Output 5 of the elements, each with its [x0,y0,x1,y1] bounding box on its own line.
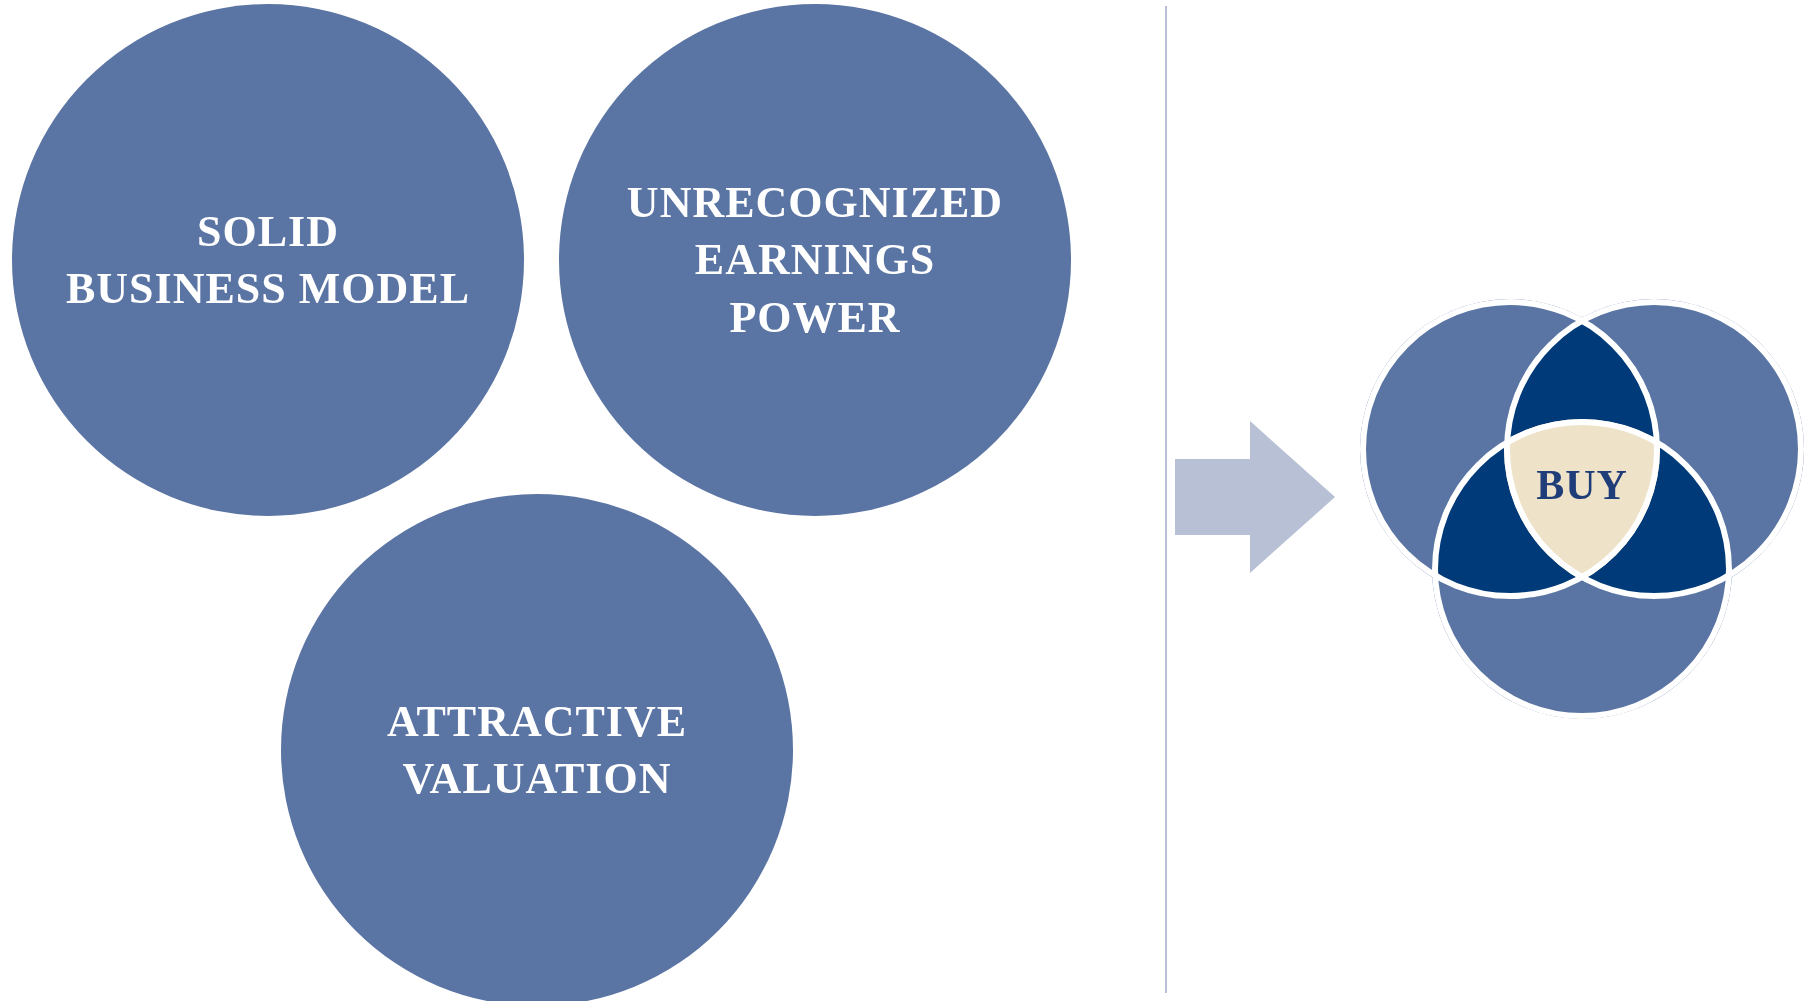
block-arrow [1175,421,1335,573]
circle-label: ATTRACTIVE VALUATION [386,695,688,805]
circle-label: SOLID BUSINESS MODEL [66,205,470,315]
venn-center-label: BUY [1536,461,1628,509]
circle-label: UNRECOGNIZED EARNINGS POWER [626,177,1004,344]
